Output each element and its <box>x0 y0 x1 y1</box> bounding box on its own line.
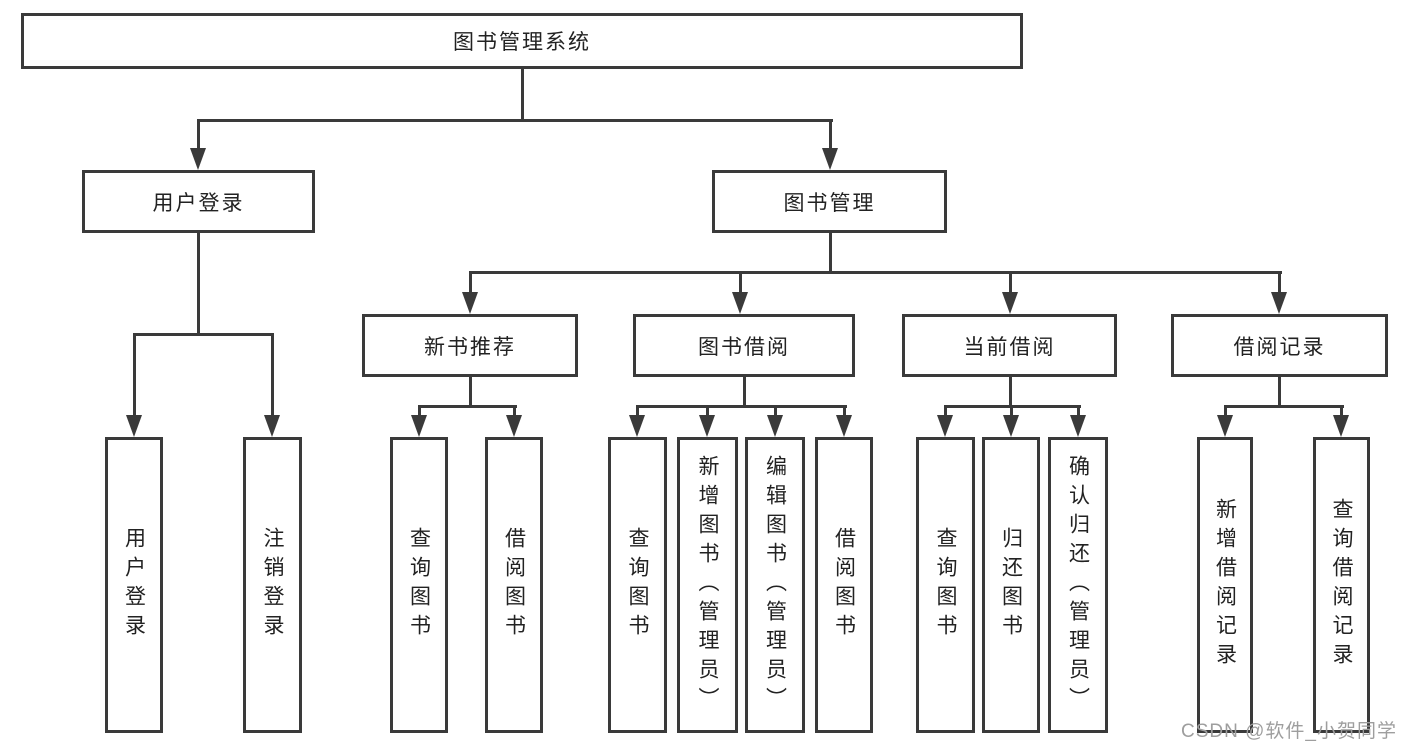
arrowhead-down-icon <box>1002 292 1018 314</box>
connector-line <box>739 271 742 294</box>
node-label: 借阅图书 <box>502 527 526 643</box>
node-label: 新增图书（管理员） <box>696 454 719 716</box>
connector-line <box>1278 271 1281 294</box>
arrowhead-down-icon <box>629 415 645 437</box>
node-user-login: 用户登录 <box>82 170 315 233</box>
connector-line <box>513 405 516 419</box>
arrowhead-down-icon <box>1003 415 1019 437</box>
connector-line <box>1010 405 1013 419</box>
node-label: 当前借阅 <box>963 335 1056 359</box>
leaf-add-book-admin: 新增图书（管理员） <box>677 437 738 733</box>
leaf-return-books: 归还图书 <box>982 437 1040 733</box>
node-label: 编辑图书（管理员） <box>763 454 787 716</box>
node-library-management-system: 图书管理系统 <box>21 13 1023 69</box>
node-label: 查询图书 <box>934 527 957 643</box>
leaf-borrow-books-newrec: 借阅图书 <box>485 437 543 733</box>
connector-line <box>133 333 274 336</box>
node-label: 归还图书 <box>999 527 1023 643</box>
connector-line <box>636 405 639 419</box>
connector-line <box>743 377 746 408</box>
arrowhead-down-icon <box>836 415 852 437</box>
arrowhead-down-icon <box>822 148 838 170</box>
arrowhead-down-icon <box>767 415 783 437</box>
connector-line <box>521 69 524 120</box>
arrowhead-down-icon <box>462 292 478 314</box>
node-book-management: 图书管理 <box>712 170 947 233</box>
leaf-confirm-return-admin: 确认归还（管理员） <box>1048 437 1108 733</box>
node-label: 注销登录 <box>261 527 284 643</box>
connector-line <box>469 271 472 294</box>
leaf-query-books-newrec: 查询图书 <box>390 437 448 733</box>
connector-line <box>774 405 777 419</box>
node-label: 新书推荐 <box>424 335 516 359</box>
leaf-query-books-current: 查询图书 <box>916 437 975 733</box>
node-label: 查询借阅记录 <box>1330 498 1353 672</box>
arrowhead-down-icon <box>506 415 522 437</box>
connector-line <box>1278 377 1281 408</box>
connector-line <box>829 233 832 274</box>
connector-line <box>418 405 421 419</box>
arrowhead-down-icon <box>1070 415 1086 437</box>
node-label: 图书管理系统 <box>453 31 591 54</box>
leaf-borrow-books: 借阅图书 <box>815 437 873 733</box>
node-label: 图书管理 <box>783 191 876 215</box>
node-label: 用户登录 <box>152 191 245 215</box>
node-borrowing-records: 借阅记录 <box>1171 314 1388 377</box>
connector-line <box>706 405 709 419</box>
connector-line <box>843 405 846 419</box>
node-book-borrowing: 图书借阅 <box>633 314 855 377</box>
node-label: 确认归还（管理员） <box>1066 454 1090 716</box>
node-new-book-recommendation: 新书推荐 <box>362 314 578 377</box>
arrowhead-down-icon <box>699 415 715 437</box>
connector-line <box>197 233 200 336</box>
leaf-query-books-borrow: 查询图书 <box>608 437 667 733</box>
arrowhead-down-icon <box>1333 415 1349 437</box>
arrowhead-down-icon <box>937 415 953 437</box>
arrowhead-down-icon <box>190 148 206 170</box>
connector-line <box>469 271 1282 274</box>
node-label: 查询图书 <box>626 527 649 643</box>
node-label: 新增借阅记录 <box>1213 498 1237 672</box>
connector-line <box>1077 405 1080 419</box>
csdn-watermark: CSDN @软件_小贺同学 <box>1181 721 1397 742</box>
leaf-add-borrow-record: 新增借阅记录 <box>1197 437 1253 733</box>
connector-line <box>133 333 136 417</box>
arrowhead-down-icon <box>411 415 427 437</box>
node-label: 查询图书 <box>407 527 431 643</box>
connector-line <box>1009 271 1012 294</box>
arrowhead-down-icon <box>732 292 748 314</box>
connector-line <box>944 405 947 419</box>
node-label: 借阅图书 <box>832 527 856 643</box>
leaf-edit-book-admin: 编辑图书（管理员） <box>745 437 805 733</box>
leaf-user-login: 用户登录 <box>105 437 163 733</box>
connector-line <box>271 333 274 417</box>
node-current-borrowing: 当前借阅 <box>902 314 1117 377</box>
connector-line <box>1340 405 1343 419</box>
connector-line <box>197 119 833 122</box>
connector-line <box>418 405 517 408</box>
arrowhead-down-icon <box>1271 292 1287 314</box>
node-label: 图书借阅 <box>698 335 790 359</box>
connector-line <box>1009 377 1012 408</box>
connector-line <box>197 119 200 150</box>
arrowhead-down-icon <box>126 415 142 437</box>
connector-line <box>1224 405 1227 419</box>
connector-line <box>469 377 472 408</box>
leaf-logout: 注销登录 <box>243 437 302 733</box>
connector-line <box>636 405 847 408</box>
arrowhead-down-icon <box>1217 415 1233 437</box>
node-label: 借阅记录 <box>1233 335 1326 359</box>
connector-line <box>829 119 832 150</box>
leaf-query-borrow-record: 查询借阅记录 <box>1313 437 1370 733</box>
arrowhead-down-icon <box>264 415 280 437</box>
connector-line <box>1224 405 1344 408</box>
node-label: 用户登录 <box>122 527 146 643</box>
